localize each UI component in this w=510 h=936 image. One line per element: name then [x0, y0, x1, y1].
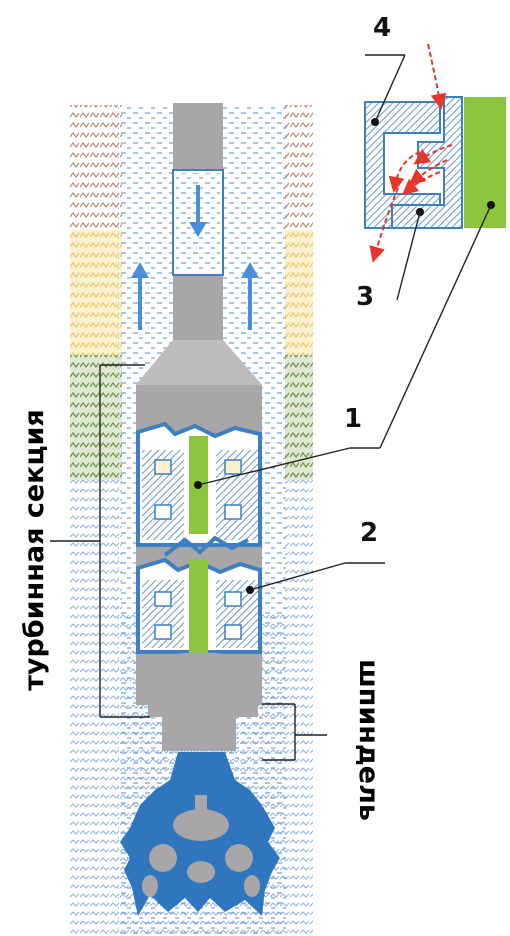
drill-bit-icon: [120, 752, 280, 916]
housing-bottom: [142, 652, 258, 705]
label-number-1: 1: [344, 404, 362, 434]
spindle-label: шпиндель: [353, 659, 384, 821]
arrow-up-icon: [131, 262, 259, 330]
label-number-3: 3: [356, 282, 374, 312]
label-number-4: 4: [373, 13, 391, 43]
arrow-down-icon: [189, 185, 207, 237]
marker-rotor-dot: [194, 481, 202, 489]
rotor-shaft-lower: [189, 560, 208, 668]
flow-path-red: [369, 43, 453, 263]
spindle-body: [148, 705, 258, 751]
turbine-section-label: турбинная секция: [19, 409, 50, 691]
marker-stator-dot: [246, 586, 254, 594]
label-number-2: 2: [360, 518, 378, 548]
leader-lines: [50, 54, 492, 761]
stage-detail-inset: [364, 96, 506, 229]
